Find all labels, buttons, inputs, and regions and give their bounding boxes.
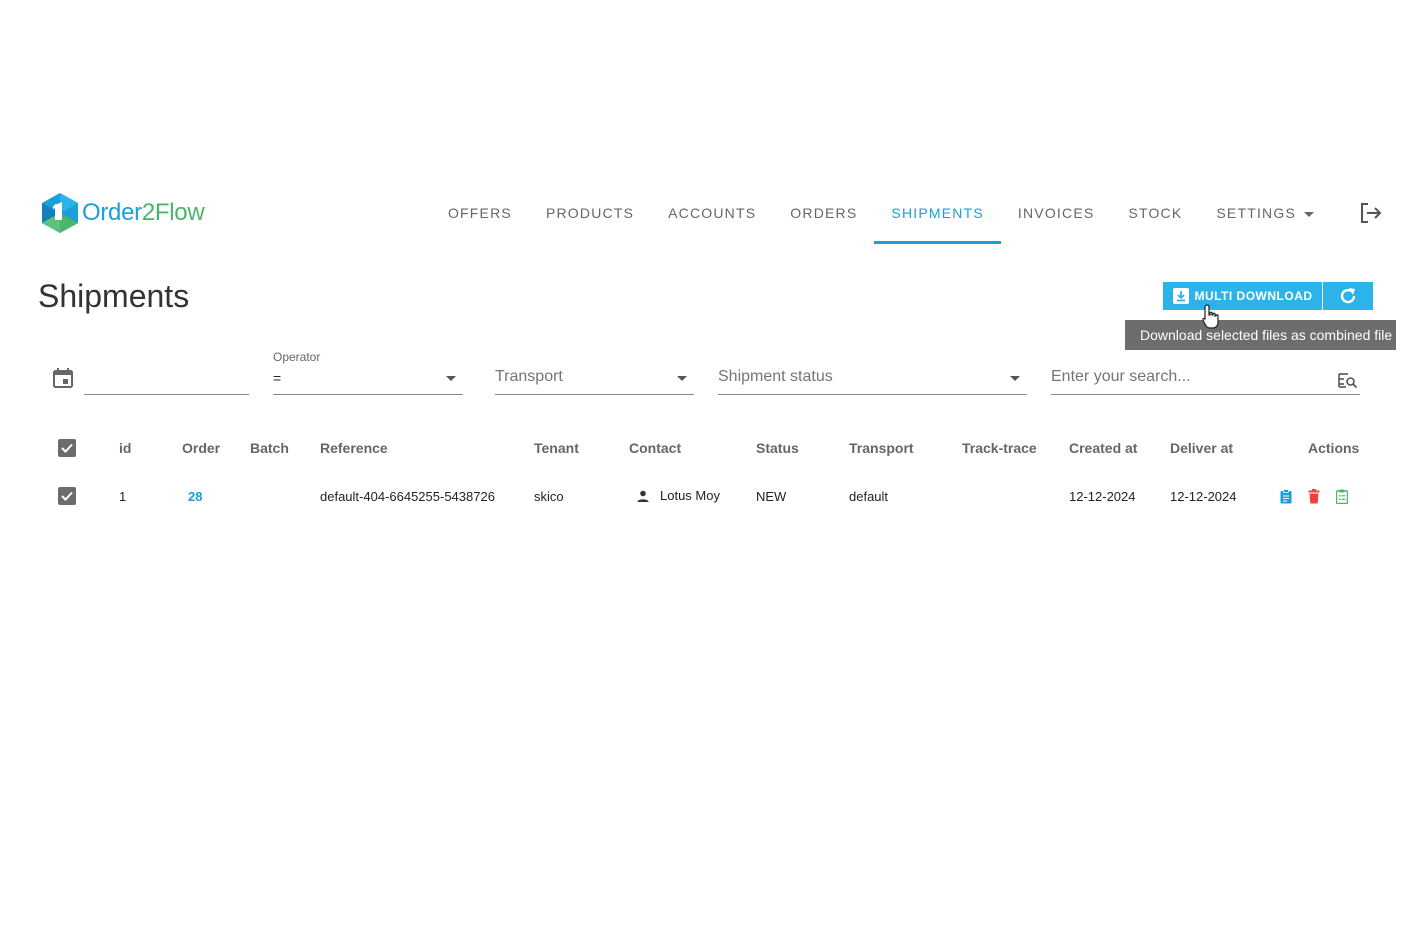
operator-value: =	[273, 370, 282, 386]
transport-select[interactable]: Transport	[495, 364, 694, 395]
hand-cursor-icon	[1202, 304, 1219, 329]
cell-contact[interactable]: Lotus Moy	[636, 488, 720, 503]
search-placeholder: Enter your search...	[1051, 368, 1191, 385]
toolbar-button-group: MULTI DOWNLOAD	[1163, 282, 1373, 310]
col-reference[interactable]: Reference	[320, 440, 388, 456]
logout-icon[interactable]	[1358, 200, 1384, 226]
col-created-at[interactable]: Created at	[1069, 440, 1138, 456]
operator-select[interactable]: =	[273, 364, 463, 395]
cell-order-link[interactable]: 28	[188, 489, 203, 504]
nav-stock[interactable]: STOCK	[1128, 205, 1183, 221]
nav-orders[interactable]: ORDERS	[790, 205, 858, 221]
app-logo[interactable]: Order2Flow	[40, 192, 205, 234]
cell-reference: default-404-6645255-5438726	[320, 489, 495, 504]
chevron-down-icon	[446, 376, 456, 381]
col-actions: Actions	[1308, 440, 1360, 456]
col-track-trace[interactable]: Track-trace	[962, 440, 1037, 456]
list-icon[interactable]	[1335, 489, 1349, 509]
col-deliver-at[interactable]: Deliver at	[1170, 440, 1234, 456]
cell-deliver-at: 12-12-2024	[1170, 489, 1237, 504]
chevron-down-icon	[1304, 211, 1314, 217]
calendar-icon[interactable]	[52, 367, 74, 394]
select-all-checkbox[interactable]	[58, 439, 76, 457]
check-icon	[61, 491, 73, 501]
refresh-button[interactable]	[1323, 282, 1373, 310]
contact-name: Lotus Moy	[660, 488, 720, 503]
logo-icon	[42, 193, 78, 233]
nav-offers[interactable]: OFFERS	[447, 205, 512, 221]
col-status[interactable]: Status	[756, 440, 799, 456]
cell-tenant: skico	[534, 489, 564, 504]
transport-placeholder: Transport	[495, 368, 563, 385]
col-order[interactable]: Order	[182, 440, 221, 456]
cell-id: 1	[119, 489, 127, 504]
status-placeholder: Shipment status	[718, 368, 833, 385]
tooltip: Download selected files as combined file	[1125, 320, 1396, 350]
nav-settings-label: SETTINGS	[1216, 205, 1296, 221]
col-tenant[interactable]: Tenant	[534, 440, 579, 456]
chevron-down-icon	[1010, 376, 1020, 381]
user-icon	[637, 490, 649, 502]
nav-invoices[interactable]: INVOICES	[1017, 205, 1095, 221]
multi-download-button[interactable]: MULTI DOWNLOAD	[1163, 282, 1322, 310]
col-contact[interactable]: Contact	[629, 440, 682, 456]
download-icon	[1173, 288, 1190, 304]
chevron-down-icon	[677, 376, 687, 381]
col-transport[interactable]: Transport	[849, 440, 914, 456]
nav-products[interactable]: PRODUCTS	[545, 205, 635, 221]
page-title: Shipments	[38, 278, 190, 314]
col-batch[interactable]: Batch	[250, 440, 289, 456]
main-nav: OFFERS PRODUCTS ACCOUNTS ORDERS SHIPMENT…	[431, 196, 1331, 244]
nav-shipments[interactable]: SHIPMENTS	[874, 196, 1002, 244]
nav-settings[interactable]: SETTINGS	[1199, 196, 1331, 230]
refresh-icon	[1340, 288, 1356, 304]
multi-download-label: MULTI DOWNLOAD	[1194, 289, 1313, 303]
search-input[interactable]: Enter your search...	[1051, 364, 1360, 395]
row-checkbox[interactable]	[58, 487, 76, 505]
shipment-status-select[interactable]: Shipment status	[718, 364, 1027, 395]
cell-transport: default	[849, 489, 889, 504]
cell-status: NEW	[756, 489, 787, 504]
clipboard-icon[interactable]	[1280, 489, 1292, 509]
search-list-icon[interactable]	[1338, 371, 1358, 394]
date-field[interactable]	[84, 364, 249, 395]
logo-text: Order2Flow	[82, 199, 205, 226]
nav-accounts[interactable]: ACCOUNTS	[668, 205, 757, 221]
operator-label: Operator	[273, 350, 321, 364]
check-icon	[61, 443, 73, 453]
trash-icon[interactable]	[1308, 489, 1320, 509]
col-id[interactable]: id	[119, 440, 132, 456]
cell-created-at: 12-12-2024	[1069, 489, 1136, 504]
